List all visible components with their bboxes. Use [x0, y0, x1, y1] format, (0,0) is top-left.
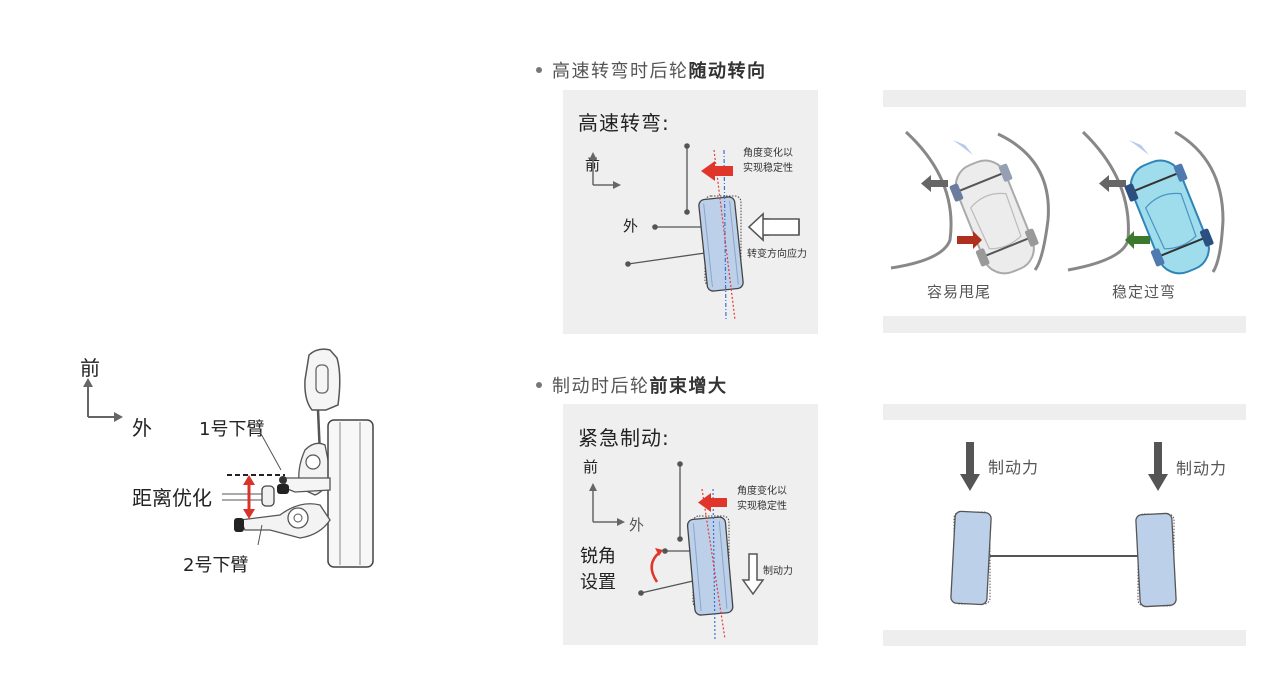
left-brake-arrow-icon: [960, 442, 980, 491]
bullet-dot-icon: [536, 382, 542, 388]
cornering-diagram-panel: 高速转弯: 前 外 角度变化以 实现稳定性 转变方向应力: [563, 90, 818, 334]
bottom-strip: [883, 316, 1246, 333]
axis-arrows-icon: [589, 152, 621, 189]
label-lower-arm-1: 1号下臂: [199, 419, 265, 440]
annotation-line: 角度变化以: [737, 486, 787, 497]
lower-arm-2: [239, 503, 331, 539]
left-wheel: [950, 510, 992, 606]
axis-outward-label: 外: [623, 217, 639, 235]
bullet-text: 制动时后轮: [552, 376, 650, 397]
annotation-line: 设置: [580, 572, 616, 593]
braking-diagram-panel: 紧急制动: 前 外 角度变化以 实现稳定性 锐角 设置 制动力: [563, 404, 818, 645]
car-stable: [1124, 159, 1214, 275]
car-unstable: [949, 159, 1039, 275]
brake-force-annotation: 制动力: [763, 566, 793, 577]
cornering-wheel-drawing: [589, 143, 800, 321]
bullet-dot-icon: [536, 67, 542, 73]
acute-angle-annotation: 锐角 设置: [580, 544, 616, 596]
gray-left-arrow-icon: [921, 175, 948, 192]
lower-arm-1: [284, 477, 331, 493]
axis-outward-label: 外: [132, 416, 152, 440]
braking-wheel-drawing: [589, 461, 765, 640]
strut-mount: [304, 348, 341, 411]
red-right-arrow-icon: [957, 231, 982, 249]
swoosh-icon: [1129, 140, 1149, 155]
annotation-line: 实现稳定性: [743, 163, 793, 174]
panel-title: 高速转弯:: [578, 111, 670, 135]
cornering-bullet-title: 高速转弯时后轮随动转向: [536, 57, 767, 83]
right-wheel: [1135, 512, 1177, 608]
axle-drawing: [950, 442, 1177, 608]
right-brake-force-label: 制动力: [1176, 459, 1228, 478]
gray-left-arrow-icon: [1099, 175, 1126, 192]
braking-bullet-title: 制动时后轮前束增大: [536, 372, 728, 398]
green-left-arrow-icon: [1125, 231, 1150, 249]
axis-forward-label: 前: [583, 458, 599, 476]
cars-drawing: [890, 130, 1225, 275]
lateral-force-arrow-icon: [747, 212, 800, 242]
bullet-bold-text: 前束增大: [649, 376, 728, 397]
annotation-line: 实现稳定性: [737, 501, 787, 512]
wheel: [686, 516, 734, 616]
distance-arrow-icon: [243, 475, 255, 519]
bullet-bold-text: 随动转向: [688, 61, 767, 82]
label-lower-arm-2: 2号下臂: [183, 555, 249, 576]
angle-change-annotation: 角度变化以 实现稳定性: [737, 484, 787, 514]
bullet-text: 高速转弯时后轮: [552, 61, 689, 82]
right-brake-arrow-icon: [1148, 442, 1168, 491]
annotation-line: 锐角: [580, 546, 616, 567]
tire: [327, 419, 374, 568]
axis-arrows-icon: [589, 483, 625, 526]
axis-forward-label: 前: [80, 356, 100, 380]
axis-outward-label: 外: [629, 516, 645, 534]
caption-oversteer: 容易甩尾: [927, 283, 992, 301]
angle-red-arrow-icon: [701, 161, 733, 181]
axis-arrows-icon: [83, 378, 123, 422]
bottom-strip: [883, 630, 1246, 646]
wheel: [698, 196, 744, 292]
brake-force-down-arrow-icon: [741, 553, 765, 596]
force-annotation: 转变方向应力: [747, 249, 807, 260]
annotation-line: 角度变化以: [743, 148, 793, 159]
panel-title: 紧急制动:: [578, 426, 670, 450]
top-strip: [883, 404, 1246, 420]
left-brake-force-label: 制动力: [988, 458, 1040, 477]
angle-change-annotation: 角度变化以 实现稳定性: [743, 146, 793, 176]
caption-stable-cornering: 稳定过弯: [1112, 283, 1177, 301]
swoosh-icon: [953, 140, 973, 155]
top-strip: [883, 90, 1246, 107]
angle-red-arrow-icon: [698, 493, 727, 512]
suspension-drawing: [222, 348, 374, 568]
acute-angle-arrow-icon: [650, 548, 663, 583]
label-distance-optimization: 距离优化: [132, 486, 212, 510]
